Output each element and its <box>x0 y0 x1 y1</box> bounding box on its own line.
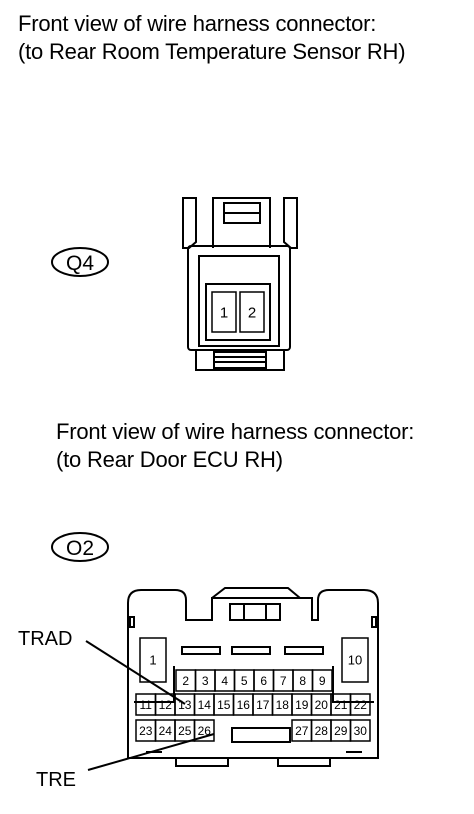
pin-number: 3 <box>202 674 209 688</box>
pin-cavity <box>211 291 237 333</box>
pin-number: 8 <box>299 674 306 688</box>
pin-number: 2 <box>248 304 256 321</box>
pin-number: 28 <box>315 724 329 738</box>
pin-number: 6 <box>260 674 267 688</box>
pin-number: 23 <box>139 724 153 738</box>
pin-cavity <box>139 637 167 683</box>
caption-rear-room-temp-sensor: Front view of wire harness connector: (t… <box>18 10 406 66</box>
callout-label-tre: TRE <box>36 769 76 791</box>
connector-code-o2: O2 <box>66 537 94 560</box>
pin-number: 16 <box>237 698 251 712</box>
caption-rear-door-ecu: Front view of wire harness connector: (t… <box>56 418 414 474</box>
connector-q4 <box>182 197 298 371</box>
pin-number: 18 <box>276 698 290 712</box>
connector-code-q4: Q4 <box>66 252 94 275</box>
pin-number: 5 <box>241 674 248 688</box>
pin-number: 10 <box>348 653 362 668</box>
pin-cavity <box>341 637 369 683</box>
pin-cavity <box>193 719 215 742</box>
pin-number: 1 <box>220 304 228 321</box>
callout-line-trad <box>85 640 186 705</box>
pin-number: 15 <box>217 698 231 712</box>
pin-number: 27 <box>295 724 309 738</box>
pin-cavity <box>349 719 371 742</box>
pin-cavity <box>239 291 265 333</box>
pin-number: 4 <box>221 674 228 688</box>
pin-number: 21 <box>334 698 348 712</box>
pin-number: 20 <box>315 698 329 712</box>
pin-number: 14 <box>198 698 212 712</box>
pin-number: 17 <box>256 698 270 712</box>
pin-number: 29 <box>334 724 348 738</box>
pin-number: 30 <box>354 724 368 738</box>
pin-number: 11 <box>140 698 153 712</box>
callout-label-trad: TRAD <box>18 628 72 650</box>
caption-line-2: (to Rear Room Temperature Sensor RH) <box>18 39 406 64</box>
caption-line-1: Front view of wire harness connector: <box>18 11 377 36</box>
pin-number: 2 <box>182 674 189 688</box>
caption-line-2: (to Rear Door ECU RH) <box>56 447 283 472</box>
pin-number: 12 <box>159 698 173 712</box>
callout-line-tre <box>87 733 215 771</box>
pin-cavity <box>311 669 333 692</box>
pin-number: 19 <box>295 698 309 712</box>
connector-code-oval-q4 <box>51 247 109 277</box>
pin-number: 22 <box>354 698 368 712</box>
pin-number: 9 <box>319 674 326 688</box>
pin-number: 13 <box>178 698 192 712</box>
connector-code-oval-o2 <box>51 532 109 562</box>
pin-number: 25 <box>178 724 192 738</box>
pin-number: 7 <box>280 674 287 688</box>
caption-line-1: Front view of wire harness connector: <box>56 419 415 444</box>
pin-number: 26 <box>198 724 212 738</box>
pin-number: 1 <box>149 653 156 668</box>
pin-number: 24 <box>159 724 173 738</box>
pin-cavity <box>349 693 371 716</box>
